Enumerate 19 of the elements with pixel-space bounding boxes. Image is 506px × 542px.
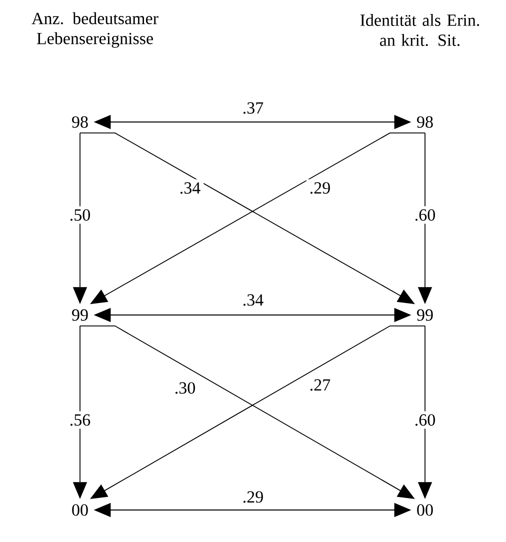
- value-label: 99: [417, 309, 433, 321]
- edge-label: .34: [176, 179, 204, 197]
- column-heading: Identität als Erin. an krit. Sit.: [360, 14, 480, 46]
- edge-label: .27: [306, 376, 334, 394]
- edge-label: .60: [411, 411, 439, 429]
- edge-label: .34: [239, 291, 267, 309]
- edge-label: .37: [239, 99, 267, 117]
- value-label: 00: [417, 504, 433, 516]
- edge-label: .50: [66, 206, 94, 224]
- edge-label: .29: [306, 179, 334, 197]
- column-heading: Anz. bedeutsamer Lebensereignisse: [32, 12, 158, 48]
- edge-label: .29: [239, 488, 267, 506]
- edge-label: .30: [171, 379, 199, 397]
- edge-label: .56: [66, 411, 94, 429]
- value-label: 99: [72, 309, 88, 321]
- value-label: 98: [417, 116, 433, 128]
- value-label: 98: [72, 116, 88, 128]
- edge-label: .60: [411, 206, 439, 224]
- value-label: 00: [72, 504, 88, 516]
